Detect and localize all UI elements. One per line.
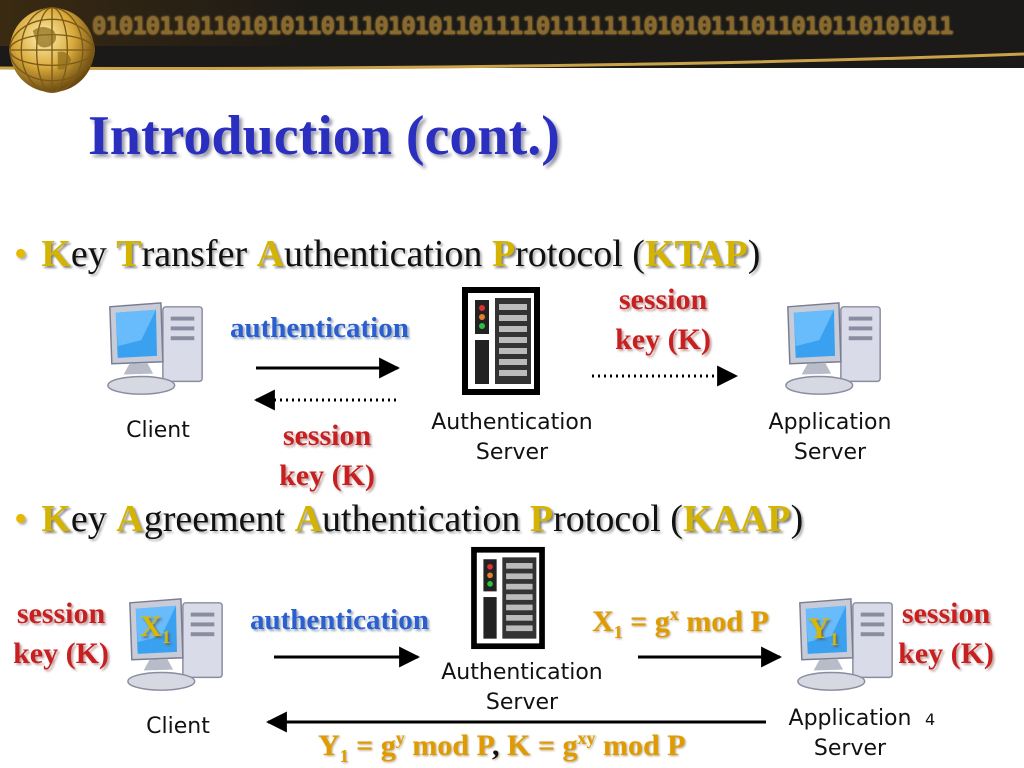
ktap-app-server-label: Application Server: [740, 408, 920, 468]
label-line: Server: [475, 440, 549, 465]
label-line: key (K): [13, 637, 109, 670]
formula-x1: X1 = gx mod P: [592, 604, 769, 643]
label-line: Server: [813, 736, 887, 761]
app-y1-label: Y1: [808, 612, 839, 650]
formula-part: mod P: [678, 605, 769, 638]
kaap-auth-server-label: Authentication Server: [420, 658, 624, 718]
initial-t: T: [116, 233, 142, 275]
formula-sup: xy: [577, 728, 596, 748]
label-line: session: [282, 419, 372, 452]
word-part: rotocol (: [553, 498, 683, 540]
label-line: session: [16, 597, 106, 630]
ktap-client-label: Client: [126, 418, 190, 443]
formula-part: mod P: [595, 729, 686, 762]
bullet-kaap: • Key Agreement Authentication Protocol (…: [14, 497, 803, 541]
word-part: ey: [70, 498, 117, 540]
formula-y1-k: Y1 = gy mod P, K = gxy mod P: [318, 728, 685, 767]
acronym-ktap: KTAP: [644, 233, 748, 275]
label-line: Server: [793, 440, 867, 465]
globe-logo: [9, 7, 95, 93]
label-line: Authentication: [441, 660, 603, 685]
kaap-app-server-label: Application Server: [770, 704, 930, 764]
label-line: Server: [485, 690, 559, 715]
binary-strip: 0101011011010101101110101011011110111111…: [92, 12, 954, 40]
initial-p: P: [529, 498, 554, 540]
formula-part: K = g: [507, 729, 578, 762]
initial-k: K: [41, 498, 71, 540]
var-sub: 1: [161, 627, 171, 647]
ktap-auth-server-label: Authentication Server: [410, 408, 614, 468]
bullet-ktap: • Key Transfer Authentication Protocol (K…: [14, 232, 760, 276]
formula-part: mod P: [404, 729, 493, 762]
label-line: Application: [788, 706, 912, 731]
initial-a: A: [116, 498, 144, 540]
label-line: session: [618, 283, 708, 316]
label-line: key (K): [615, 323, 711, 356]
initial-a: A: [294, 498, 323, 540]
page-title: Introduction (cont.): [88, 105, 560, 167]
var-base: X: [140, 610, 162, 643]
word-part: ): [747, 233, 761, 275]
formula-part: = g: [348, 729, 396, 762]
bullet-dot: •: [14, 498, 28, 540]
word-part: greement: [143, 498, 295, 540]
word-part: uthentication: [284, 233, 492, 275]
label-line: Application: [768, 410, 892, 435]
word-part: ransfer: [141, 233, 257, 275]
word-part: ey: [70, 233, 117, 275]
client-x1-label: X1: [140, 610, 171, 648]
formula-sup: y: [395, 728, 405, 748]
word-part: rotocol (: [515, 233, 645, 275]
kaap-authentication-label: authentication: [250, 604, 429, 636]
formula-part: = g: [622, 605, 670, 638]
formula-sup: x: [669, 604, 679, 624]
label-line: session: [901, 597, 991, 630]
banner-swoosh: [0, 46, 1024, 70]
kaap-session-key-right: session key (K): [886, 594, 1006, 674]
formula-sub: 1: [339, 746, 349, 766]
var-sub: 1: [829, 629, 839, 649]
ktap-authentication-label: authentication: [230, 312, 409, 344]
bullet-dot: •: [14, 233, 28, 275]
label-line: Authentication: [431, 410, 593, 435]
formula-part: Y: [318, 729, 340, 762]
word-part: ): [790, 498, 804, 540]
initial-p: P: [491, 233, 516, 275]
formula-sub: 1: [613, 622, 623, 642]
kaap-client-label: Client: [146, 714, 210, 739]
initial-k: K: [41, 233, 71, 275]
acronym-kaap: KAAP: [682, 498, 791, 540]
ktap-session-key-bottom: session key (K): [262, 416, 392, 496]
label-line: key (K): [279, 459, 375, 492]
kaap-session-key-left: session key (K): [4, 594, 118, 674]
formula-separator: ,: [492, 729, 508, 762]
word-part: uthentication: [322, 498, 530, 540]
label-line: key (K): [898, 637, 994, 670]
page-number: 4: [925, 710, 936, 729]
formula-part: X: [592, 605, 614, 638]
var-base: Y: [808, 612, 830, 645]
ktap-session-key-top: session key (K): [598, 280, 728, 360]
initial-a: A: [256, 233, 285, 275]
